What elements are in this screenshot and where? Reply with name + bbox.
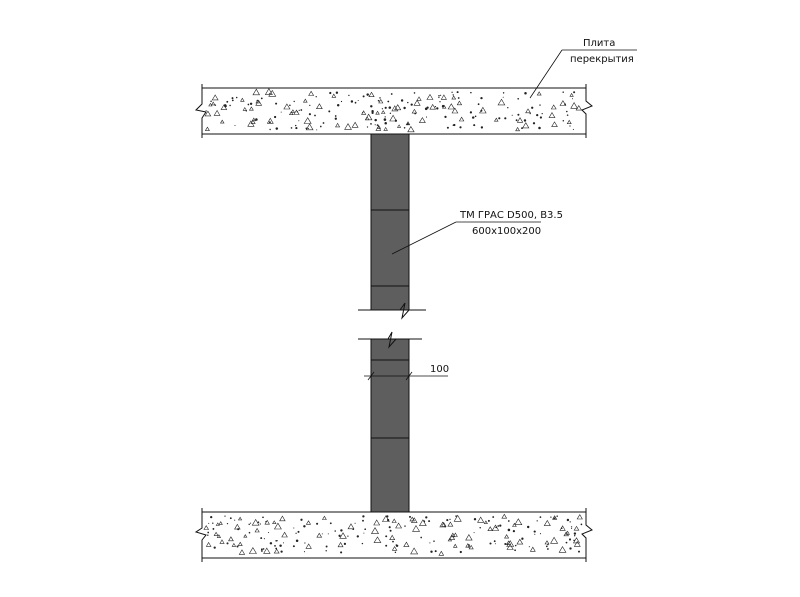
- top-floor-slab: [194, 84, 593, 138]
- top-slab-right-break-icon: [581, 84, 593, 138]
- dimension-value: 100: [430, 364, 449, 375]
- wall-lower-break-icon: [358, 331, 422, 349]
- slab-label-line1: Плита: [583, 38, 615, 49]
- block-size-label: 600х100х200: [472, 226, 541, 237]
- bottom-slab-left-break-icon: [194, 508, 207, 562]
- bottom-floor-slab: [194, 508, 593, 562]
- slab-callout: Плита перекрытия: [529, 38, 637, 99]
- wall-upper-break-icon: [358, 302, 426, 320]
- partition-wall: [358, 133, 426, 513]
- top-slab-left-break-icon: [194, 84, 207, 138]
- block-callout: ТМ ГРАС D500, В3.5 600х100х200: [391, 210, 563, 255]
- block-material-label: ТМ ГРАС D500, В3.5: [459, 210, 563, 221]
- bottom-slab-aggregate-texture: [203, 513, 583, 556]
- top-slab-aggregate-texture: [204, 87, 583, 133]
- slab-label-line2: перекрытия: [570, 54, 634, 65]
- bottom-slab-right-break-icon: [581, 508, 593, 562]
- wall-thickness-dimension: 100: [364, 364, 449, 381]
